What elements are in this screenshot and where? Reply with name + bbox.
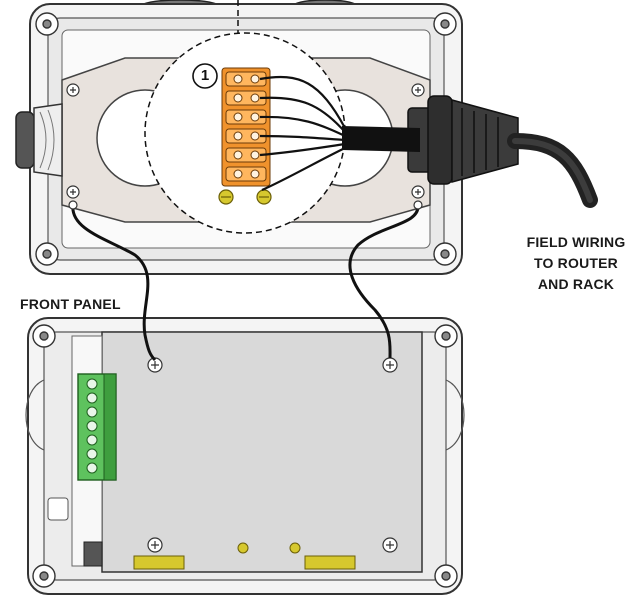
terminal-ground-screws (218, 189, 272, 205)
ground-wires (71, 204, 420, 362)
corner-screw-bosses (35, 12, 457, 266)
terminal-detail-callout (144, 0, 420, 234)
green-terminal-connector (77, 373, 117, 481)
terminal-block (221, 67, 271, 187)
callout-number-1: 1 (200, 67, 210, 84)
pcb-components (133, 542, 356, 570)
front-panel (25, 317, 465, 595)
cable-jacket (342, 126, 420, 152)
field-wiring-line-2: TO ROUTER (534, 255, 618, 271)
callout-circle-1 (192, 63, 218, 89)
field-wiring-line-1: FIELD WIRING (526, 234, 626, 250)
lid-screw-bosses (32, 324, 458, 588)
left-cable-gland (15, 103, 63, 177)
pcb-screws (147, 357, 398, 553)
right-cable-gland (407, 95, 519, 185)
plate-screws (66, 83, 425, 199)
field-wiring-line-3: AND RACK (537, 276, 615, 292)
front-panel-label: FRONT PANEL (20, 296, 121, 312)
terminal-wires (259, 75, 346, 192)
field-wiring-label: FIELD WIRING TO ROUTER AND RACK (520, 232, 632, 295)
